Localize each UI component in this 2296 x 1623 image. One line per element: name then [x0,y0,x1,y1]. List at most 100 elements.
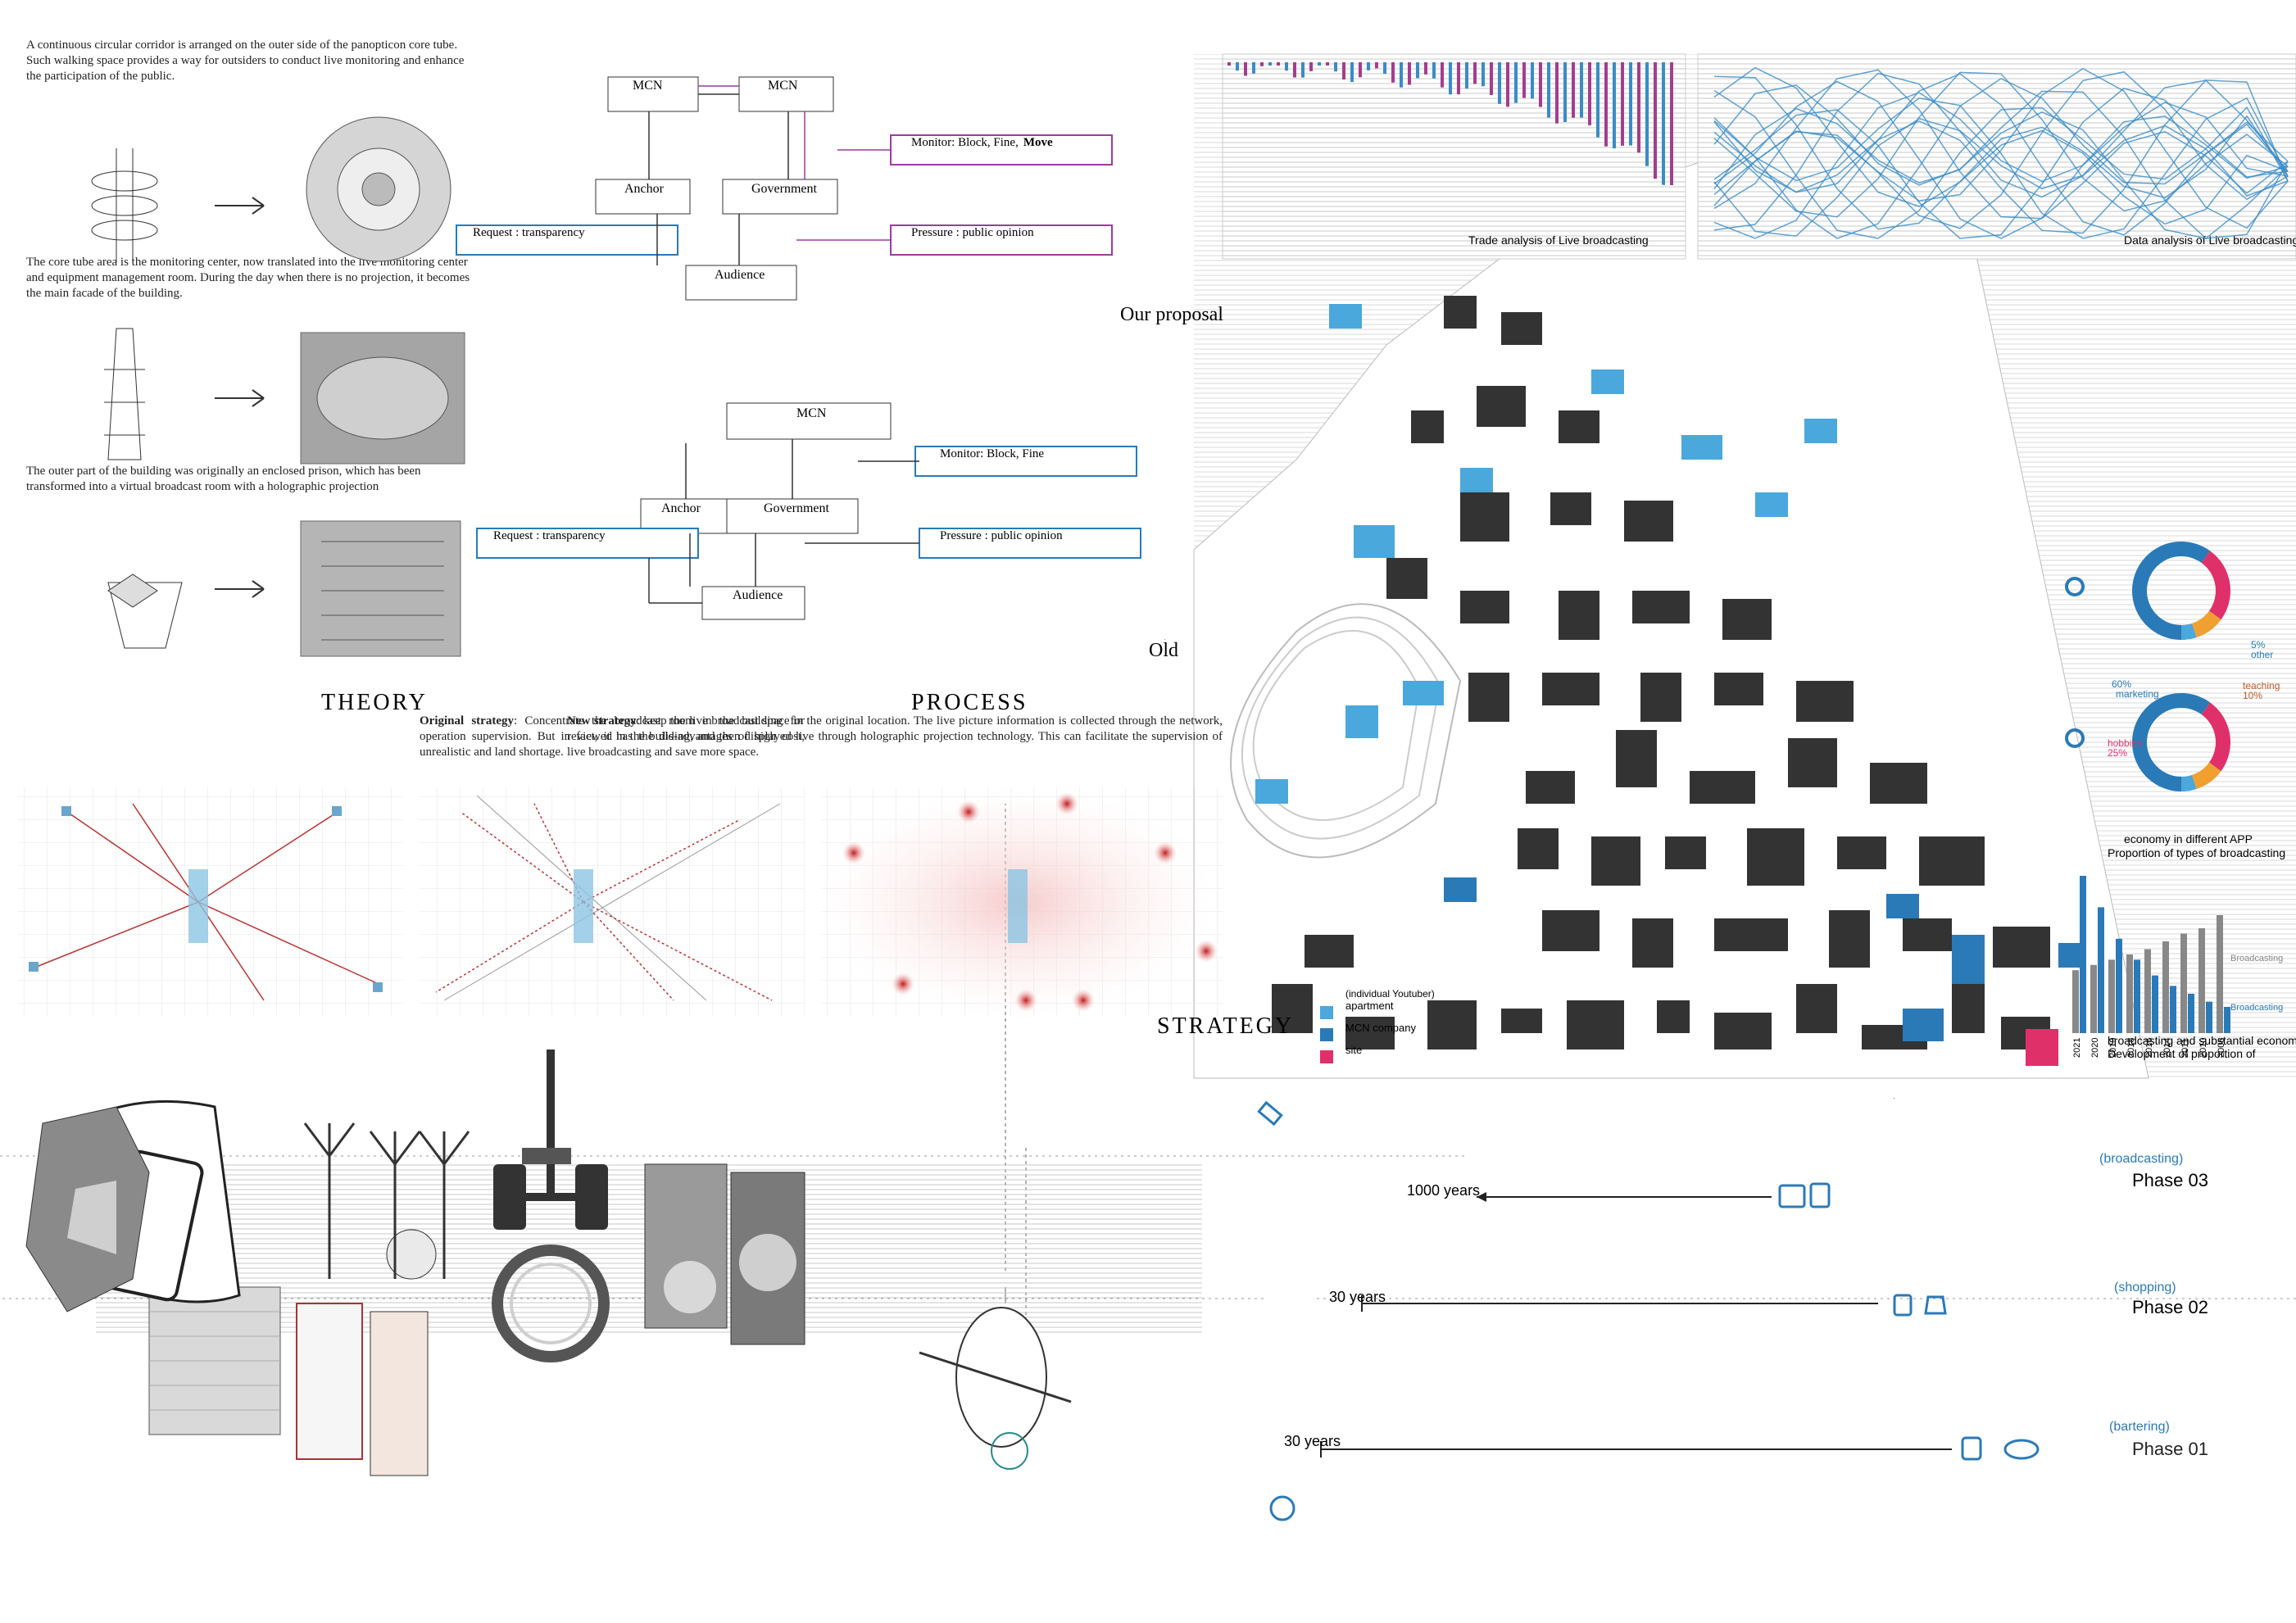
legend-apartment-swatch [1320,1006,1333,1019]
timeline-section: Phase 01 (bartering) 30 years Phase 02 (… [0,804,2296,1521]
label-marketing: marketing [2116,688,2159,700]
app-logo-icon-2 [2065,577,2085,596]
dev-bar-economy [2072,970,2079,1033]
trade-analysis-chart: Trade analysis of Live broadcasting [1222,53,1686,260]
trade-bar [1514,62,1518,103]
label-other-pct: 5% [2251,639,2266,651]
trade-bar [1285,62,1288,71]
satellite-icon [1257,1100,1283,1127]
dev-bar-broadcasting [2224,1007,2230,1033]
trade-bar [1596,62,1599,138]
donut-slice-marketing [2132,692,2211,791]
monitor-new-bold: Move [1023,136,1053,149]
softbox [148,1286,281,1435]
phase-03: Phase 03 (broadcasting) 1000 years [1407,1152,2208,1208]
bread-icon [1961,1436,1982,1461]
trade-bar [1227,62,1231,66]
theory-text-2: The core tube area is the monitoring cen… [26,256,470,300]
trade-bar [1604,62,1608,147]
trade-bar [1621,62,1624,146]
box-mcn-new-2-label: MCN [633,79,663,93]
box-pressure-old-label: Pressure : public opinion [940,529,1063,542]
trade-bar [1301,62,1305,78]
box-pressure-new-label: Pressure : public opinion [911,226,1034,239]
fish-icon [2003,1439,2040,1460]
new-strategy-text: New strategy: keep the live broadcast sp… [567,714,1223,760]
trade-bar [1424,62,1427,75]
donut-slice-teaching [2191,610,2221,638]
donut-slice-hobbies [2201,702,2230,772]
portrait-figures [644,1163,805,1345]
box-mcn-old [726,402,892,440]
dev-year-label: 2011 [2180,1038,2190,1058]
trade-bar [1268,62,1272,66]
dev-year-label: 2021 [2072,1038,2082,1058]
dev-bar-broadcasting [2152,975,2158,1033]
trade-bar [1563,62,1567,122]
trade-bar [1539,62,1542,107]
box-mcn-new-1 [738,76,834,112]
trade-bar [1506,62,1509,107]
trade-bar [1293,62,1296,78]
dev-bar-broadcasting [2116,938,2122,1033]
trade-bar [1457,62,1460,95]
trade-bar [1391,62,1395,83]
box-monitor-old-label: Monitor: Block, Fine [940,447,1044,460]
box-government-old [726,498,859,534]
box-audience-new [685,265,797,301]
trade-bar [1555,62,1559,124]
bag-icon [1893,1294,1913,1317]
phase-02-label: Phase 02 [2132,1297,2208,1317]
process-old: Old Audience Government Anchor MCN Press… [476,402,1178,661]
screen-icon [1809,1182,1831,1208]
dev-bar-broadcasting [2170,986,2176,1033]
label-marketing-pct: 60% [2112,678,2131,690]
donut-slice-marketing [2131,541,2211,640]
phase-01-label: Phase 01 [2132,1439,2208,1459]
trade-bar [1441,62,1444,88]
trade-bar [1580,62,1583,118]
data-analysis-chart: Data analysis of Live broadcasting [1697,53,2296,260]
dev-year-label: 2019 [2108,1038,2118,1058]
topography-lines [1230,603,1462,859]
ring-light-icon [492,1244,610,1362]
trade-bar [1588,62,1591,125]
dev-bar-economy [2144,949,2151,1033]
legend-mcn-swatch [1320,1028,1333,1041]
line-series [1713,69,2289,220]
new-strategy-label: New strategy [567,714,637,728]
trade-bar [1522,62,1526,98]
box-mcn-new-1-label: MCN [768,79,798,93]
trade-bar [1375,62,1378,69]
legend-apartment-sub: (individual Youtuber) [1345,988,1435,1000]
development-chart: Development of proportion of broadcastin… [2072,876,2296,1060]
trade-bar [1309,62,1313,71]
trade-bar [1490,62,1493,95]
dev-year-label: 2008 [2217,1038,2226,1058]
app-logo-icon [2065,728,2085,748]
cart-icon [1924,1295,1947,1315]
box-monitor-new-label: Monitor: Block, Fine, Move [911,136,1053,149]
dev-bar-economy [2180,933,2187,1033]
trade-bar [1531,62,1534,99]
development-series-label: Broadcasting [2230,1003,2283,1013]
camera-rig-icon [493,1050,608,1230]
strategy-title: STRATEGY [1157,1013,1294,1039]
dev-bar-broadcasting [2098,907,2104,1033]
box-anchor-old-label: Anchor [661,501,701,515]
line-series-group [1713,66,2289,239]
proportion-title-2: economy in different APP [2124,832,2253,846]
sun-clock-icon [1269,1495,1295,1521]
box-audience-old [701,586,805,620]
phase-02: Phase 02 (shopping) 30 years [1329,1281,2208,1317]
trade-bar [1252,62,1255,74]
label-hobbies-pct: 25% [2108,747,2127,759]
trade-bar [1383,62,1386,75]
box-request-new-label: Request : transparency [473,226,585,239]
data-analysis-title: Data analysis of Live broadcasting [2124,233,2296,247]
monitor-new-prefix: Monitor: Block, Fine, [911,136,1019,149]
line-series [1713,92,2289,239]
crumpled-paper [25,1106,150,1312]
development-title-2: broadcasting and substantial economy [2108,1034,2296,1047]
